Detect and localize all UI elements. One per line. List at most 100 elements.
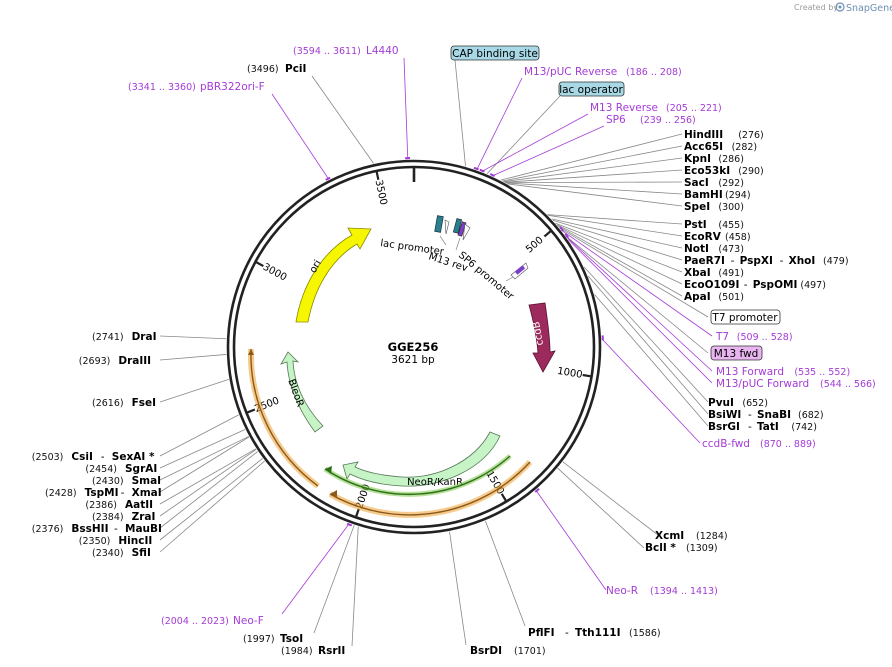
l4440-label: L4440 [366,45,399,57]
pcii-pos: (3496) [247,64,279,75]
left-site-labels: (2741)DraI(2693)DraIII(2616)FseI(2503)Cs… [32,331,162,559]
site-pos: (286) [718,154,744,165]
site-maubi-label: MauBI [125,523,162,535]
leader-line [159,436,250,493]
leader-line [481,113,589,172]
m13puc-rev-pos: (186 .. 208) [626,67,682,78]
separator: - [748,409,752,421]
site-pos: (1701) [514,646,546,657]
site-pos: (1309) [686,543,718,554]
cap-binding-site-label: CAP binding site [452,48,538,60]
m13-fwd-box: M13 fwd [710,345,763,361]
tick-mark [254,260,264,268]
tick-mark [500,493,508,503]
tick-mark [375,170,380,180]
leader-line [454,59,466,167]
site-xbai-label: XbaI [684,267,711,279]
site-zrai-label: ZraI [132,511,156,523]
site-tth111i-label: Tth111I [575,627,620,639]
bleor-label: BleoR [285,378,305,409]
site-eco53ki-label: Eco53kI [684,165,730,177]
site-pos: (276) [738,130,764,141]
separator: - [748,421,752,433]
tick-mark [246,408,256,414]
site-xhoi-label: XhoI [789,255,816,267]
leader-line [565,236,713,372]
site-snabi-label: SnaBI [757,409,791,421]
site-apai-label: ApaI [684,291,711,303]
separator: - [114,523,118,535]
tick-mark [582,373,592,378]
site-paer7i-label: PaeR7I [684,255,725,267]
site-pos: (1586) [629,628,661,639]
primer-mark [325,176,331,181]
site-pos: (2350) [79,536,111,547]
site-pos: (479) [823,256,849,267]
primer-mark [534,487,540,493]
leader-line [159,378,229,403]
lac-operator-box: lac operator [558,81,625,97]
site-saci-label: SacI [684,177,709,189]
site-bcli-label: BclI * [645,542,676,554]
leader-line [547,214,683,225]
primer-m13-puc-forward-label: M13/pUC Forward [716,378,809,390]
leader-line [594,294,709,427]
primer-pos: (535 .. 552) [794,367,850,378]
primer-mark [564,233,570,239]
leader-line [556,224,683,285]
site-pos: (294) [725,190,751,201]
leader-line [557,467,645,549]
feature-neor: NeoR/KanR [342,431,501,488]
leader-line [485,520,526,627]
tick-label: 1000 [556,366,583,381]
leader-line [535,489,607,591]
site-bsrdi-label: BsrDI [470,645,502,657]
leader-line [552,219,683,261]
leader-line [565,235,709,354]
highlight-arcs [247,348,533,518]
site-tsoi-label: TsoI [280,633,303,645]
site-pflfi-label: PflFI [528,627,555,639]
pbr-label: pBR322ori-F [200,81,265,93]
site-aatii-label: AatII [125,499,153,511]
sp6-promoter-label: SP6 promoter [456,250,516,303]
primer-pos: (1394 .. 1413) [650,586,718,597]
feature-bleor: BleoR [280,351,324,433]
primer-mark [559,226,564,232]
leader-line [587,275,709,415]
site-pspxi-label: PspXI [740,255,773,267]
site-pos: (2693) [79,356,111,367]
site-pos: (2384) [92,512,124,523]
pcii-label: PciI [285,63,306,75]
site-pos: (2340) [92,548,124,559]
l4440-pos: (3594 .. 3611) [293,46,361,57]
leader-line [491,125,605,177]
leader-line [557,225,683,297]
site-spei-label: SpeI [684,201,710,213]
leader-line [159,354,227,361]
leader-line [505,181,683,184]
leader-line [476,77,523,170]
primer-mark [489,173,496,177]
site-pos: (491) [718,268,744,279]
site-pos: (2430) [92,476,124,487]
site-pvui-label: PvuI [708,397,734,409]
leader-line [507,183,683,207]
leader-line [500,133,683,181]
separator: - [101,451,105,463]
primer-ccdb-fwd-label: ccdB-fwd [702,438,750,450]
neor-label: NeoR/KanR [407,477,463,488]
leader-line [560,229,713,337]
snapgene-logo-icon [835,2,845,12]
leader-line [159,458,263,541]
promoter-features: lac promoter M13 rev SP6 promoter [380,215,529,303]
leader-line [568,239,713,384]
separator: - [780,255,784,267]
leader-line [486,95,561,175]
site-ecorv-label: EcoRV [684,231,722,243]
site-pos: (2376) [32,524,64,535]
site-pos: (282) [732,142,758,153]
site-bsrgi-label: BsrGI [708,421,740,433]
site-xmai-label: XmaI [132,487,162,499]
leader-line [504,169,683,183]
